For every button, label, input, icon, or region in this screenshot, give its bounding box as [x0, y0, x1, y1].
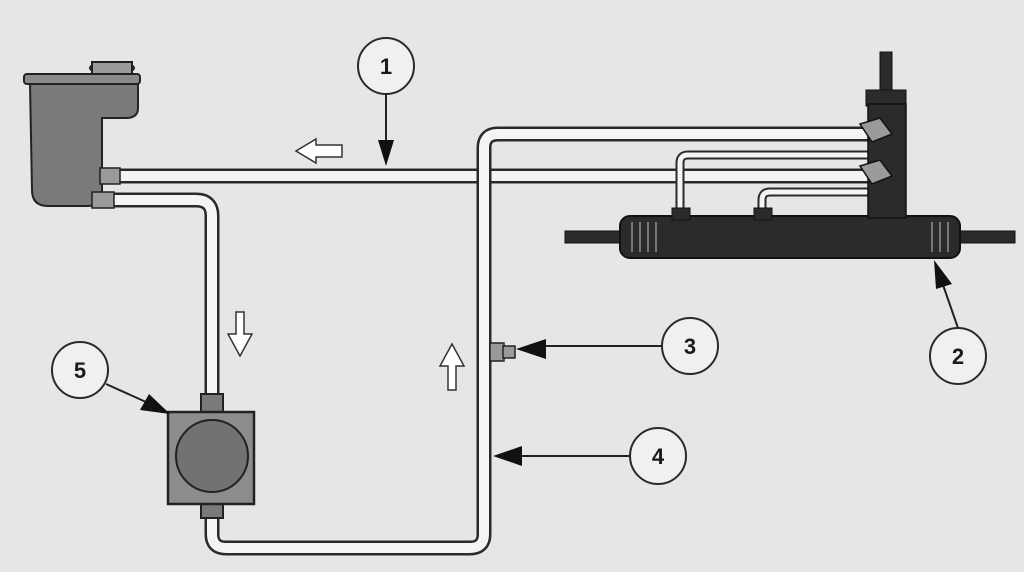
callout-1-number: 1	[380, 54, 392, 79]
pressure-switch	[489, 342, 516, 362]
solid-arrowhead-icon	[516, 339, 546, 359]
pressure-line-tube	[204, 126, 872, 556]
flow-arrows	[226, 137, 466, 391]
callout-4-number: 4	[652, 444, 665, 469]
callout-2: 2	[929, 260, 987, 385]
tubes	[104, 126, 872, 556]
valve-to-rack-tubes	[675, 150, 870, 214]
solid-arrowhead-icon	[493, 446, 522, 466]
power-steering-pump	[166, 393, 256, 519]
solid-arrowhead-icon	[934, 260, 952, 289]
fluid-reservoir	[23, 61, 141, 209]
callout-3: 3	[516, 317, 719, 375]
solid-arrowhead-icon	[378, 140, 394, 166]
suction-line-tube	[104, 192, 220, 398]
callout-5-number: 5	[74, 358, 86, 383]
outline-arrow-icon	[294, 137, 343, 165]
callout-3-number: 3	[684, 334, 696, 359]
callout-2-number: 2	[952, 344, 964, 369]
control-valve	[858, 51, 907, 219]
callout-5: 5	[51, 341, 170, 414]
callout-1: 1	[357, 37, 415, 166]
outline-arrow-icon	[438, 342, 466, 391]
callout-4: 4	[493, 427, 687, 485]
outline-arrow-icon	[226, 311, 254, 358]
steering-rack	[564, 207, 1016, 259]
solid-arrowhead-icon	[140, 394, 170, 414]
